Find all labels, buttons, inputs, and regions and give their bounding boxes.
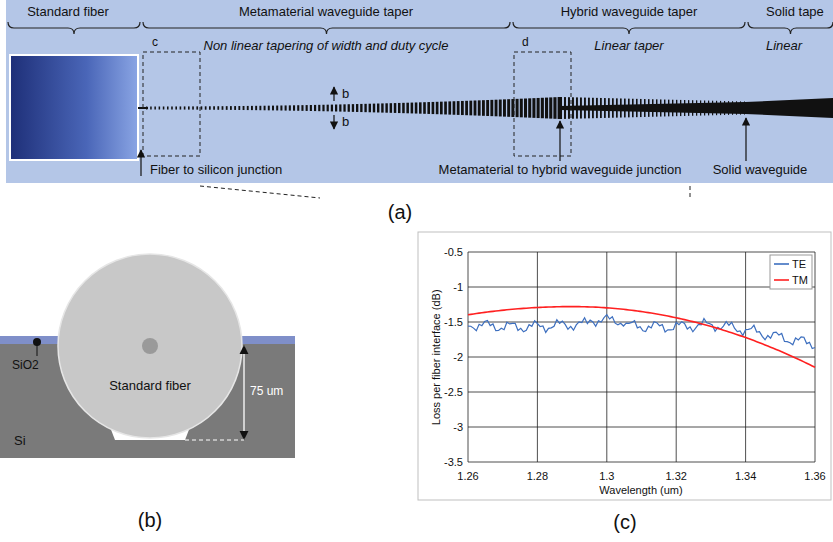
- dimension-label: 75 um: [250, 385, 283, 399]
- callout-letter: c: [152, 36, 158, 50]
- junction-label: Solid waveguide: [713, 163, 808, 178]
- legend-sample: [774, 279, 789, 281]
- dimension-arrow: [333, 87, 334, 101]
- brace: [748, 22, 833, 34]
- tick-label: -0.5: [444, 246, 463, 259]
- brace: [513, 22, 745, 34]
- zoom-leader: [690, 186, 691, 198]
- brace: [143, 22, 510, 34]
- tick-label: 1.36: [804, 470, 825, 483]
- tick-label: -2: [453, 351, 463, 364]
- panel-label: (c): [613, 511, 636, 534]
- tick-label: 1.3: [599, 470, 614, 483]
- legend-samples: [774, 264, 789, 280]
- fiber-label: Standard fiber: [109, 379, 191, 394]
- material-label: SiO2: [12, 359, 39, 373]
- junction-label: Fiber to silicon junction: [150, 163, 282, 178]
- legend-text: TM: [792, 274, 808, 287]
- panel-band: [6, 0, 833, 183]
- axis-title: Wavelength (um): [599, 484, 682, 497]
- leader-line: [37, 342, 38, 356]
- panel-label: (b): [138, 509, 162, 532]
- zoom-box: [143, 52, 200, 156]
- fiber-cladding: [58, 254, 242, 438]
- tick-label: -1: [453, 281, 463, 294]
- dimension-label: b: [342, 115, 349, 130]
- material-label: Si: [14, 434, 26, 449]
- tick-label: 1.34: [735, 470, 756, 483]
- tick-label: -2.5: [444, 386, 463, 399]
- fiber-core: [142, 338, 158, 354]
- dimension-label: b: [342, 87, 349, 102]
- waveguide: [138, 97, 833, 119]
- tick-label: -3.5: [444, 456, 463, 469]
- section-braces: [8, 22, 833, 34]
- legend-sample: [774, 263, 789, 265]
- callout-letter: d: [522, 36, 529, 50]
- pointer-arrow: [745, 118, 746, 161]
- tm-curve: [468, 307, 815, 368]
- section-subtitle: Linear taper: [594, 39, 663, 54]
- panel-label: (a): [388, 201, 412, 224]
- depth-guide: [185, 440, 244, 441]
- chart-grid: [468, 252, 815, 462]
- section-title: Standard fiber: [27, 5, 109, 20]
- pointer-arrow: [559, 121, 560, 161]
- zoom-leader: [200, 186, 320, 198]
- brace: [8, 22, 140, 34]
- junction-label: Metamaterial to hybrid waveguide junctio…: [439, 163, 682, 178]
- tick-label: 1.28: [527, 470, 548, 483]
- section-title: Hybrid waveguide taper: [561, 5, 698, 20]
- tick-label: -3: [453, 421, 463, 434]
- pointer-arrow: [140, 150, 141, 176]
- tick-label: 1.26: [457, 470, 478, 483]
- section-title: Solid tape: [766, 5, 824, 20]
- section-subtitle: Linear: [766, 39, 802, 54]
- chart-frame: [418, 232, 831, 500]
- section-title: Metamaterial waveguide taper: [239, 5, 413, 20]
- legend-text: TE: [792, 258, 806, 271]
- zoom-box: [514, 52, 571, 156]
- dimension-arrow: [333, 115, 334, 129]
- fiber-block: [10, 55, 138, 160]
- chart-curves: [468, 307, 815, 368]
- tick-label: 1.32: [665, 470, 686, 483]
- legend-box: [770, 255, 812, 289]
- depth-arrow: [243, 346, 244, 439]
- tick-label: -1.5: [444, 316, 463, 329]
- section-subtitle: Non linear tapering of width and duty cy…: [204, 39, 449, 54]
- axis-title: Loss per fiber interface (dB): [430, 289, 443, 425]
